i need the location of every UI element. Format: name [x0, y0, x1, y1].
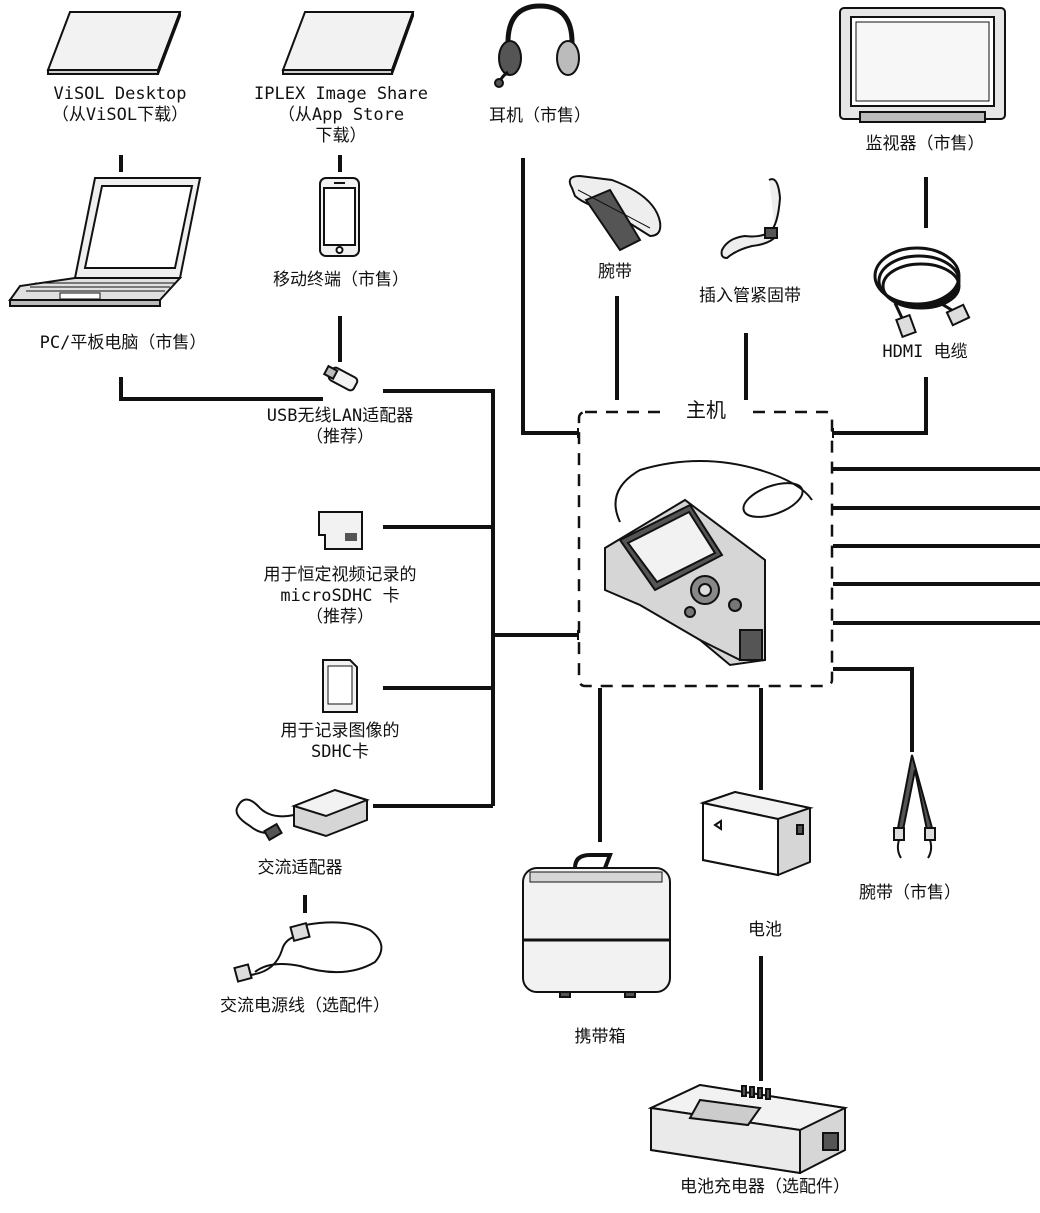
sd-card-icon: [322, 659, 358, 713]
headset-icon: [494, 3, 580, 88]
charger-label: 电池充电器（选配件）: [680, 1177, 850, 1197]
headset-label: 耳机（市售）: [489, 106, 591, 126]
ac-adapter-label: 交流适配器: [257, 858, 343, 878]
microsd-card-icon: [318, 511, 363, 550]
line-pc-usb: [119, 377, 323, 401]
visol-label: ViSOL Desktop （从ViSOL下载）: [51, 84, 189, 125]
main-unit-device-icon: [604, 460, 813, 667]
battery-label: 电池: [748, 920, 782, 940]
sd-label: 用于记录图像的 SDHC卡: [280, 721, 400, 762]
hdmi-label: HDMI 电缆: [882, 342, 968, 362]
line-headset-main: [521, 158, 578, 435]
case-label: 携带箱: [574, 1027, 626, 1047]
tube-strap-icon: [720, 178, 782, 260]
main-unit-boundary: [577, 410, 834, 688]
battery-icon: [699, 790, 814, 877]
visol-software-icon: [46, 11, 182, 75]
ac-power-cord-icon: [233, 921, 383, 983]
monitor-label: 监视器（市售）: [865, 134, 985, 154]
line-usb-trunk: [383, 389, 495, 806]
ac-adapter-icon: [235, 788, 371, 842]
ac-cord-label: 交流电源线（选配件）: [220, 996, 390, 1016]
tube-strap-label: 插入管紧固带: [699, 286, 801, 306]
shoulder-strap-icon: [893, 754, 936, 859]
usb-lan-adapter-icon: [322, 364, 359, 392]
mobile-label: 移动终端（市售）: [273, 270, 409, 290]
monitor-icon: [839, 7, 1006, 123]
connection-lines: [119, 155, 1040, 1081]
wrist-strap-label: 腕带: [598, 262, 632, 282]
hdmi-cable-icon: [873, 246, 971, 339]
usb-lan-label: USB无线LAN适配器 （推荐）: [266, 406, 414, 447]
line-hdmi-main: [833, 377, 928, 435]
mobile-phone-icon: [319, 177, 360, 257]
wrist-strap-icon: [568, 174, 662, 252]
microsd-label: 用于恒定视频记录的 microSDHC 卡 （推荐）: [263, 565, 417, 627]
line-shoulder-strap: [833, 667, 914, 752]
iplex-label: IPLEX Image Share （从App Store 下载）: [254, 84, 428, 146]
shoulder-strap-label: 腕带（市售）: [859, 883, 961, 903]
boundary-ticks: [577, 428, 834, 640]
laptop-icon: [8, 177, 202, 307]
pc-label: PC/平板电脑（市售）: [39, 333, 207, 353]
iplex-software-icon: [281, 11, 415, 75]
battery-charger-icon: [647, 1083, 849, 1175]
main-unit-label: 主机: [662, 400, 750, 421]
carrying-case-icon: [522, 853, 671, 998]
